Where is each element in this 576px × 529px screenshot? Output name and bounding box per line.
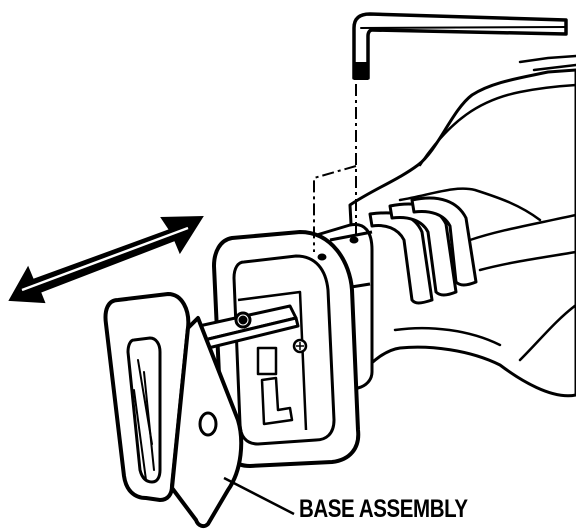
shoe-flange-hole — [198, 411, 218, 437]
faceplate-inner — [232, 254, 336, 446]
double-headed-arrow-icon — [8, 215, 204, 304]
set-screw-holes — [317, 236, 359, 261]
base-assembly — [103, 292, 244, 529]
alignment-lines — [313, 84, 357, 252]
callout-leader-line — [223, 476, 295, 516]
housing-contours — [393, 54, 576, 362]
grip-ribs — [368, 196, 478, 305]
faceplate — [212, 230, 361, 468]
hex-key-icon — [352, 12, 568, 80]
shoe-bar — [188, 304, 300, 352]
base-assembly-label: BASE ASSEMBLY — [299, 495, 468, 523]
